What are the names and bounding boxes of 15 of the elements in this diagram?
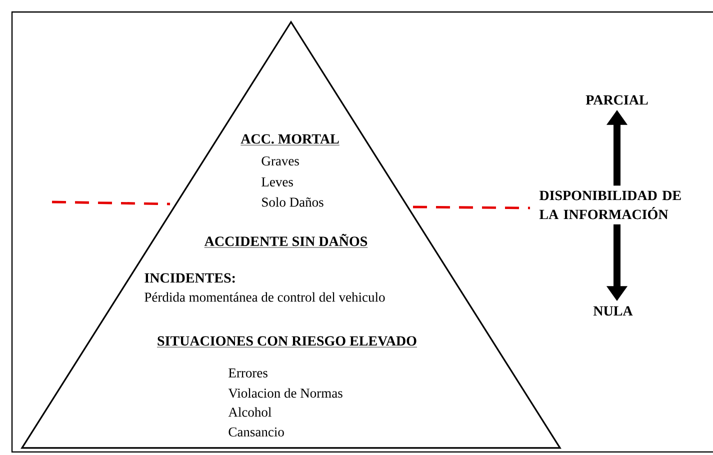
axis-label: DISPONIBILIDAD DE LA INFORMACIÓN [539, 190, 681, 220]
level-item: Errores [228, 368, 268, 378]
axis-label: PARCIAL [586, 95, 648, 105]
level-item: Alcohol [228, 407, 272, 417]
level-item: Leves [262, 178, 293, 186]
level-heading: ACCIDENTE SIN DAÑOS [204, 234, 368, 248]
level-item: Violacion de Normas [228, 388, 342, 398]
level-heading: ACC. MORTAL [240, 134, 340, 146]
level-heading: SITUACIONES CON RIESGO ELEVADO [156, 336, 418, 348]
level-heading: INCIDENTES: [144, 273, 235, 283]
axis-label: NULA [593, 306, 633, 316]
level-item: Solo Daños [262, 197, 324, 207]
level-item: Cansancio [228, 427, 284, 437]
level-item: Graves [262, 156, 299, 166]
level-item: Pérdida momentánea de control del vehiculo [144, 292, 385, 302]
